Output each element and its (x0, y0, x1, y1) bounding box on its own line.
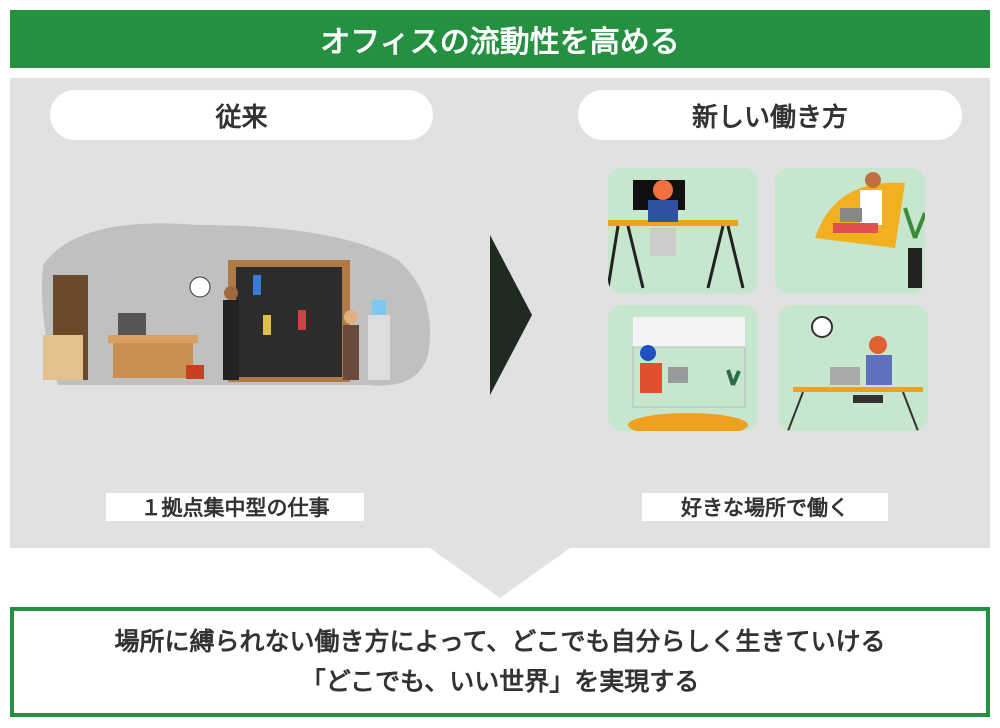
tile-cafe-laptop (778, 305, 928, 431)
new-style-label-text: 新しい働き方 (691, 102, 848, 133)
tile-window-reading (608, 305, 758, 431)
traditional-caption: １拠点集中型の仕事 (106, 493, 364, 521)
traditional-caption-text: １拠点集中型の仕事 (140, 496, 330, 520)
tile-lounge-chair (775, 168, 925, 294)
conclusion-line-2: 「どこでも、いい世界」を実現する (300, 667, 700, 696)
arrow-right-icon (490, 235, 532, 395)
traditional-office-illustration (42, 223, 430, 386)
title-bar: オフィスの流動性を高める (10, 10, 990, 68)
new-style-caption: 好きな場所で働く (642, 493, 888, 521)
traditional-label-text: 従来 (215, 102, 268, 133)
tile-desk-work (608, 168, 758, 294)
conclusion-box: 場所に縛られない働き方によって、どこでも自分らしく生きていける 「どこでも、いい… (10, 607, 990, 717)
new-style-caption-text: 好きな場所で働く (681, 496, 849, 520)
traditional-label: 従来 (50, 90, 433, 140)
page-title: オフィスの流動性を高める (320, 25, 680, 60)
down-pointer-icon (430, 548, 570, 598)
conclusion-line-1: 場所に縛られない働き方によって、どこでも自分らしく生きていける (114, 627, 886, 656)
new-style-label: 新しい働き方 (578, 90, 962, 140)
